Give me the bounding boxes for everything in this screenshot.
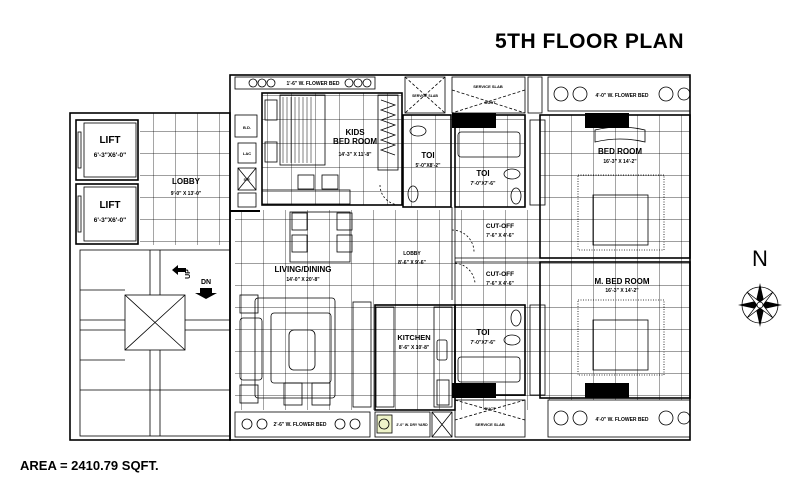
lac-label: LAC	[243, 151, 251, 156]
living-floor	[235, 210, 540, 410]
lobby-2-size: 8'-6" X 9'-6"	[398, 260, 426, 266]
lobby-2-name: LOBBY	[403, 251, 421, 257]
dry-yard	[374, 411, 453, 438]
master-bedroom	[539, 261, 691, 399]
master-bedroom-name: M. BED ROOM	[594, 277, 649, 286]
flower-bed-top-right-label: 4'-0" W. FLOWER BED	[595, 93, 648, 99]
compass-north-label: N	[752, 246, 768, 271]
living-furniture	[239, 211, 372, 408]
lift-1	[75, 119, 139, 181]
dn-label: DN	[201, 279, 211, 286]
compass-icon	[738, 283, 782, 327]
service-slab-bottom-label: SERVICE SLAB	[475, 422, 505, 427]
kitchen	[374, 304, 456, 411]
lift-2-size: 6'-3"X6'-0"	[94, 217, 126, 224]
flower-bed-bottom-right-label: 4'-0" W. FLOWER BED	[595, 417, 648, 423]
cutoff-2-size: 7'-6" X 4'-6"	[486, 281, 514, 287]
service-slab-top	[404, 76, 629, 128]
service-slab-bottom	[454, 399, 526, 438]
bedroom-name: BED ROOM	[598, 147, 642, 156]
bd-label: B.D.	[243, 125, 251, 130]
up-arrow-icon	[172, 265, 186, 275]
toilet-3	[452, 304, 629, 398]
cutoff-2-name: CUT-OFF	[486, 271, 514, 278]
toi-3-name: TOI	[476, 328, 489, 337]
duct-top-label: DUCT	[484, 100, 496, 105]
down-arrow-icon	[195, 288, 217, 299]
toilet-2	[454, 114, 546, 208]
lobby-floor	[140, 113, 230, 245]
flower-bed-top-left	[234, 76, 376, 90]
master-bedroom-size: 16'-3" X 14'-2"	[605, 288, 639, 294]
kids-name-1: KIDS	[345, 128, 365, 137]
toi-3-size: 7'-0"X7'-6"	[471, 340, 497, 346]
staircase	[79, 249, 231, 437]
flower-bed-bottom-left-label: 2'-6" W. FLOWER BED	[273, 422, 326, 428]
flower-bed-right	[547, 76, 691, 438]
toi-1-name: TOI	[421, 151, 434, 160]
room-labels: LIFT 6'-3"X6'-0" LIFT 6'-3"X6'-0" LOBBY …	[94, 81, 650, 428]
sf-label: S.F.	[244, 177, 251, 182]
kids-name-2: BED ROOM	[333, 137, 377, 146]
lobby-1-size: 9'-0" X 13'-0"	[171, 191, 202, 197]
bedroom-size: 16'-3" X 14'-2"	[603, 159, 637, 165]
toi-2-size: 7'-0"X7'-6"	[471, 181, 497, 187]
toilet-1	[402, 114, 452, 208]
up-label: UP	[185, 269, 192, 279]
kitchen-size: 8'-6" X 10'-8"	[399, 345, 430, 351]
kids-bedroom	[261, 92, 403, 206]
shafts	[230, 114, 260, 212]
living-size: 14'-0" X 20'-8"	[286, 277, 320, 283]
flower-bed-bottom-left	[234, 411, 371, 438]
lift-1-name: LIFT	[99, 135, 120, 146]
bedroom	[539, 114, 691, 259]
flower-bed-top-left-label: 1'-6" W. FLOWER BED	[286, 81, 339, 87]
lift-2	[75, 183, 139, 245]
toi-1-size: 5'-0"X8'-2"	[416, 163, 442, 169]
lift-1-size: 6'-3"X6'-0"	[94, 152, 126, 159]
lift-2-name: LIFT	[99, 200, 120, 211]
area-label: AREA = 2410.79 SQFT.	[20, 458, 159, 473]
kids-size: 14'-3" X 11'-8"	[339, 152, 373, 158]
lobby-1-name: LOBBY	[172, 177, 201, 186]
dry-yard-label: 2'-0" W. DRY YARD	[396, 423, 428, 427]
toi-floor	[403, 115, 525, 207]
living-name: LIVING/DINING	[275, 265, 332, 274]
toi-2-name: TOI	[476, 169, 489, 178]
kids-floor	[262, 93, 402, 205]
cutoff-1-size: 7'-6" X 4'-6"	[486, 233, 514, 239]
partition-walls	[451, 207, 540, 305]
kitchen-name: KITCHEN	[397, 333, 430, 342]
service-slab-top-label: SERVICE SLAB	[473, 84, 503, 89]
duct-bottom-label: DUCT	[484, 406, 496, 411]
door-swings	[379, 184, 476, 284]
service-slab-small-label: SERVICE SLAB	[412, 94, 438, 98]
cutoff-1-name: CUT-OFF	[486, 223, 514, 230]
plan-title: 5TH FLOOR PLAN	[495, 30, 684, 53]
